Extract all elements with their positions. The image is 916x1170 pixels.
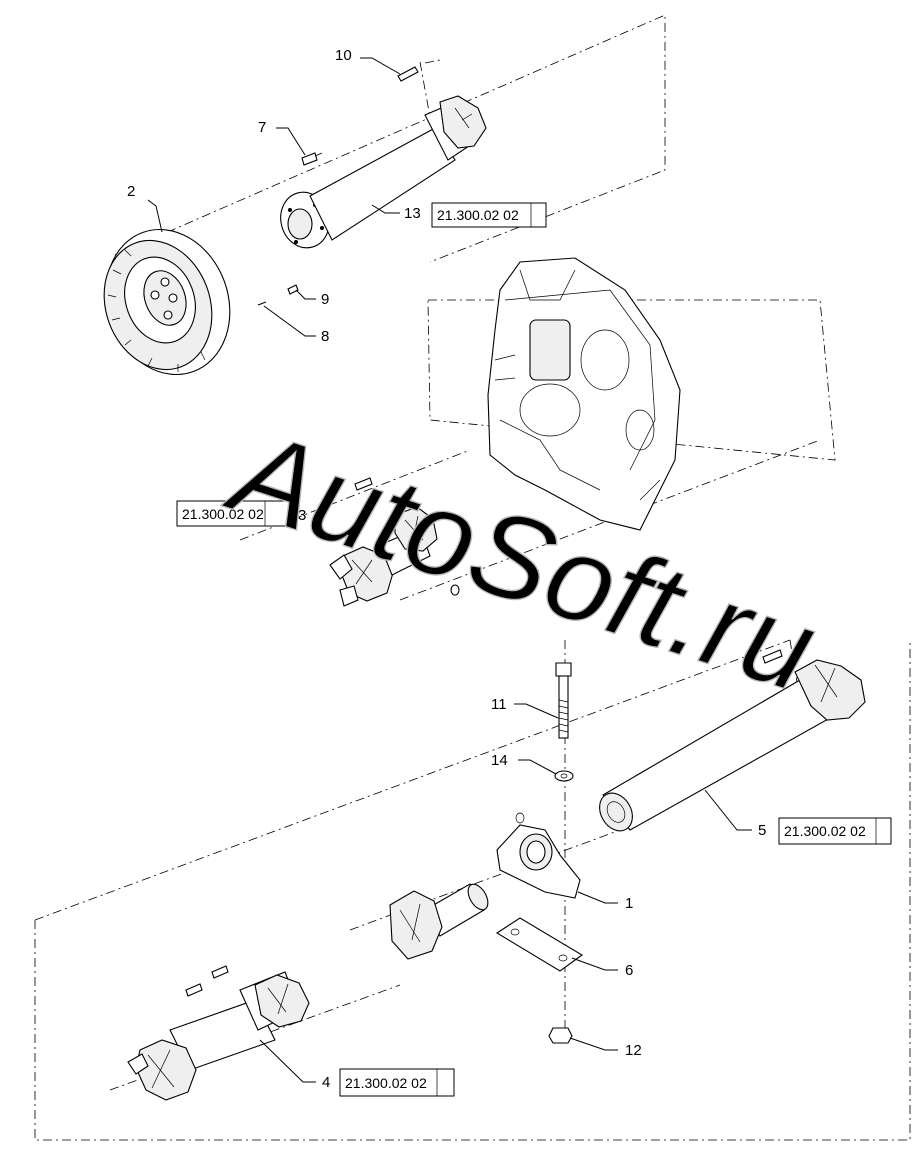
callout-7: 7 <box>258 119 266 136</box>
lower-drive-shaft-part-4 <box>127 965 310 1101</box>
nut-part-12 <box>548 1027 573 1044</box>
callout-8: 8 <box>321 328 329 345</box>
callout-6: 6 <box>625 962 633 979</box>
ref-box-3[interactable]: 21.300.02 02 <box>176 500 290 527</box>
callout-5: 5 <box>758 822 766 839</box>
long-bolt-part-11 <box>555 662 572 739</box>
middle-coupling-part <box>329 477 460 607</box>
callout-12: 12 <box>625 1042 642 1059</box>
reference-boxes: 21.300.02 02 21.300.02 02 21.300.02 02 2… <box>176 202 892 1097</box>
bolt-part-7 <box>301 152 323 166</box>
callout-4: 4 <box>322 1074 330 1091</box>
flywheel-coupling-part <box>103 228 231 376</box>
bearing-support-part-1 <box>496 812 581 899</box>
callout-9: 9 <box>321 291 329 308</box>
washer-part-14 <box>554 770 574 782</box>
ref-text-5: 21.300.02 02 <box>784 823 866 839</box>
ref-text-3: 21.300.02 02 <box>182 506 264 522</box>
callout-2: 2 <box>127 183 135 200</box>
plate-part-6 <box>495 917 583 972</box>
callout-13: 13 <box>404 205 421 222</box>
long-shaft-part-5 <box>599 649 866 832</box>
bolt-part-9 <box>287 284 299 295</box>
yoke-stub-shaft <box>389 883 489 960</box>
ref-box-4[interactable]: 21.300.02 02 <box>339 1068 455 1097</box>
ref-text-4: 21.300.02 02 <box>345 1075 427 1091</box>
transmission-housing <box>487 257 681 531</box>
ref-text-13: 21.300.02 02 <box>437 207 519 223</box>
ref-box-5[interactable]: 21.300.02 02 <box>778 817 892 845</box>
upper-drive-shaft-part <box>280 95 487 249</box>
callout-1: 1 <box>625 895 633 912</box>
callout-labels: 2 7 8 9 10 13 3 11 14 5 1 6 12 4 <box>127 47 766 1091</box>
ref-box-13[interactable]: 21.300.02 02 <box>431 202 547 228</box>
callout-14: 14 <box>491 752 508 769</box>
callout-11: 11 <box>491 696 507 713</box>
callout-3: 3 <box>298 507 306 524</box>
leader-lines <box>147 57 752 1083</box>
bolt-part-10 <box>397 66 419 82</box>
pin-part-8 <box>257 301 267 306</box>
callout-10: 10 <box>335 47 352 64</box>
